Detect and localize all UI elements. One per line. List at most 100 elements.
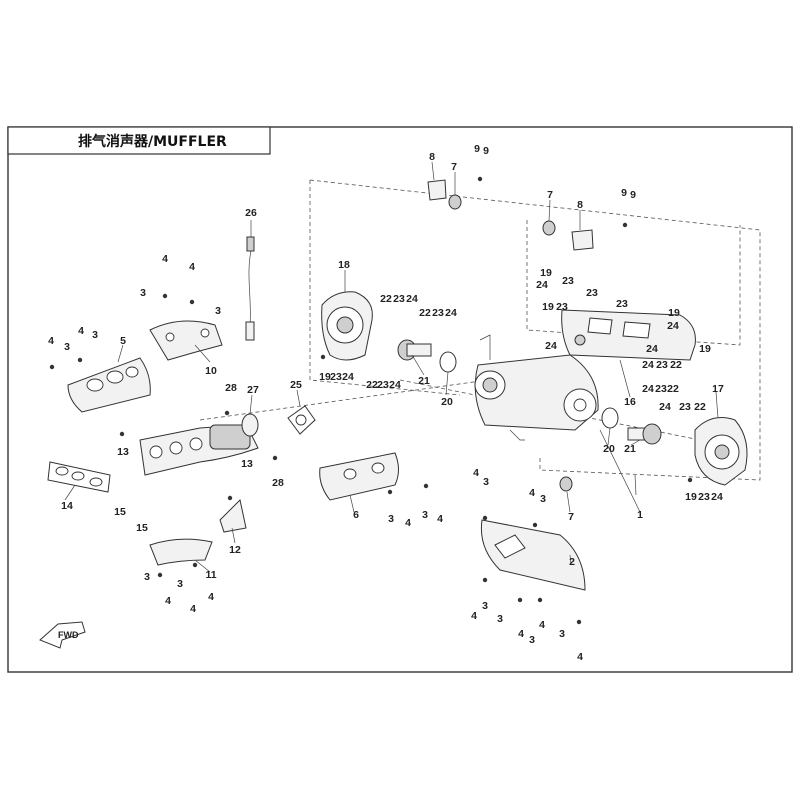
callout-c24g: 24	[667, 320, 679, 332]
callout-c8b: 8	[577, 199, 583, 211]
callout-c4n: 4	[539, 619, 545, 631]
callout-c24c: 24	[536, 279, 548, 291]
callout-c23h: 23	[616, 298, 628, 310]
callout-c23d: 23	[377, 379, 389, 391]
callout-c21a: 21	[418, 375, 430, 387]
callout-c3j: 3	[540, 493, 546, 505]
callout-c7a: 7	[451, 161, 457, 173]
diagram-title: 排气消声器/MUFFLER	[78, 133, 227, 150]
muffler-body-1	[474, 334, 599, 441]
washer-20b	[601, 407, 619, 429]
sleeve-21a	[397, 339, 432, 361]
callout-c24a: 24	[406, 293, 418, 305]
callout-c19f: 19	[685, 491, 697, 503]
callout-leaders	[64, 161, 719, 573]
callout-c9b: 9	[483, 145, 489, 157]
bracket-8a	[427, 179, 447, 201]
callout-c15a: 15	[114, 506, 126, 518]
flange-27	[241, 413, 259, 437]
oxygen-sensor-26	[245, 236, 255, 341]
exhaust-manifold	[139, 424, 259, 476]
callout-c24h: 24	[646, 343, 658, 355]
callout-c24l: 24	[711, 491, 723, 503]
callout-c3c: 3	[92, 329, 98, 341]
callout-c3i: 3	[483, 476, 489, 488]
callout-c3e: 3	[144, 571, 150, 583]
mount-bushing-7c	[559, 476, 573, 492]
callout-c16: 16	[624, 396, 636, 408]
callout-c4l: 4	[471, 610, 477, 622]
callout-c23l: 23	[698, 491, 710, 503]
callout-c21b: 21	[624, 443, 636, 455]
callout-c23j: 23	[655, 383, 667, 395]
callout-c24f: 24	[342, 371, 354, 383]
callout-c3a: 3	[140, 287, 146, 299]
callout-c12: 12	[229, 544, 241, 556]
callout-c3k: 3	[482, 600, 488, 612]
callout-c3m: 3	[529, 634, 535, 646]
callout-c3d: 3	[64, 341, 70, 353]
callout-c19d: 19	[668, 307, 680, 319]
title-block: 排气消声器/MUFFLER	[7, 126, 271, 155]
callout-c24k: 24	[659, 401, 671, 413]
callout-c4c: 4	[78, 325, 84, 337]
callout-c4i: 4	[437, 513, 443, 525]
callout-c3h: 3	[422, 509, 428, 521]
sleeve-21b	[627, 423, 662, 445]
callout-c23c: 23	[562, 275, 574, 287]
callout-c24b: 24	[445, 307, 457, 319]
callout-c24i: 24	[642, 359, 654, 371]
heat-shield-16	[561, 309, 696, 361]
callout-c4d: 4	[48, 335, 54, 347]
callout-c26: 26	[245, 207, 257, 219]
fasteners	[49, 176, 693, 625]
callout-c17: 17	[712, 383, 724, 395]
fwd-label: FWD	[58, 630, 79, 640]
callout-c28a: 28	[225, 382, 237, 394]
heat-shield-10	[149, 320, 223, 361]
callout-c24e: 24	[545, 340, 557, 352]
lower-heat-shield-2	[480, 519, 586, 591]
mount-bushing-7b	[542, 220, 556, 236]
callout-c3b: 3	[215, 305, 221, 317]
mount-bushing-7a	[448, 194, 462, 210]
callout-c19c: 19	[319, 371, 331, 383]
callout-c23f: 23	[330, 371, 342, 383]
callout-c27: 27	[247, 384, 259, 396]
callout-c22c: 22	[366, 379, 378, 391]
callout-c9c: 9	[621, 187, 627, 199]
end-cap-18	[321, 291, 373, 361]
callout-c20b: 20	[603, 443, 615, 455]
callout-c14: 14	[61, 500, 73, 512]
callout-c22e: 22	[667, 383, 679, 395]
callout-c22d: 22	[670, 359, 682, 371]
callout-c23k: 23	[679, 401, 691, 413]
callout-c1: 1	[637, 509, 643, 521]
diagram-frame	[7, 126, 793, 673]
lower-shield-11	[149, 538, 213, 566]
callout-c4k: 4	[529, 487, 535, 499]
callout-c3g: 3	[388, 513, 394, 525]
end-cap-17	[694, 417, 748, 486]
callout-c4f: 4	[190, 603, 196, 615]
bracket-8b	[571, 229, 594, 251]
callout-c4e: 4	[165, 595, 171, 607]
callout-c9d: 9	[630, 189, 636, 201]
callout-c4g: 4	[208, 591, 214, 603]
forward-direction-arrow: FWD	[39, 621, 86, 649]
callout-c4o: 4	[577, 651, 583, 663]
callout-c13a: 13	[117, 446, 129, 458]
callout-c23g: 23	[586, 287, 598, 299]
washer-20a	[439, 351, 457, 373]
callout-c10: 10	[205, 365, 217, 377]
heat-shield-5	[67, 357, 151, 413]
callout-c24j: 24	[642, 383, 654, 395]
callout-c22a: 22	[380, 293, 392, 305]
callout-c23e: 23	[556, 301, 568, 313]
callout-c3l: 3	[497, 613, 503, 625]
callout-c23b: 23	[432, 307, 444, 319]
callout-c3f: 3	[177, 578, 183, 590]
bracket-12	[219, 498, 247, 533]
callout-c7b: 7	[547, 189, 553, 201]
